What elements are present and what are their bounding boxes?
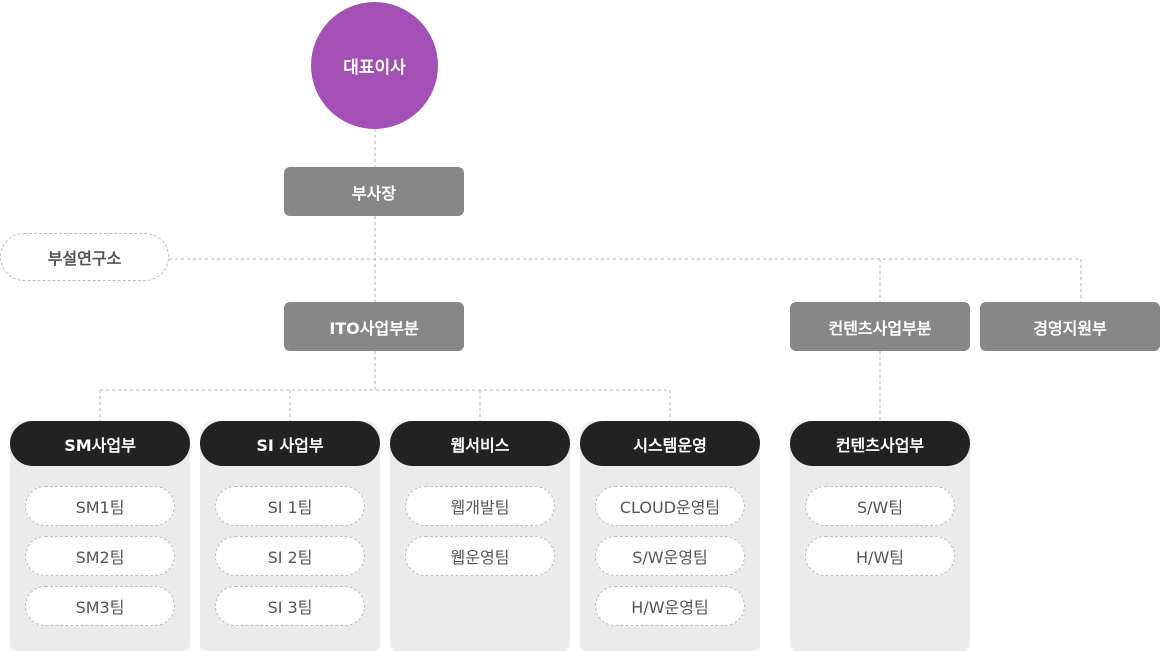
team-item: S/W팀 xyxy=(805,486,955,526)
team-item: SM1팀 xyxy=(25,486,175,526)
department-column-web: 웹서비스 웹개발팀 웹운영팀 xyxy=(390,421,570,651)
management-support-label: 경영지원부 xyxy=(1033,318,1107,338)
department-header: 웹서비스 xyxy=(390,421,570,466)
department-header: 컨텐츠사업부 xyxy=(790,421,970,466)
team-item: H/W운영팀 xyxy=(595,586,745,626)
team-item: CLOUD운영팀 xyxy=(595,486,745,526)
department-header: SM사업부 xyxy=(10,421,190,466)
department-column-si: SI 사업부 SI 1팀 SI 2팀 SI 3팀 xyxy=(200,421,380,651)
contents-division-node: 컨텐츠사업부분 xyxy=(790,302,970,351)
team-item: 웹개발팀 xyxy=(405,486,555,526)
ceo-node: 대표이사 xyxy=(311,2,438,129)
team-item: SI 3팀 xyxy=(215,586,365,626)
ceo-label: 대표이사 xyxy=(343,58,406,78)
team-item: H/W팀 xyxy=(805,536,955,576)
department-column-system: 시스템운영 CLOUD운영팀 S/W운영팀 H/W운영팀 xyxy=(580,421,760,651)
team-item: 웹운영팀 xyxy=(405,536,555,576)
department-header: SI 사업부 xyxy=(200,421,380,466)
team-item: S/W운영팀 xyxy=(595,536,745,576)
team-item: SM3팀 xyxy=(25,586,175,626)
contents-division-label: 컨텐츠사업부분 xyxy=(828,318,932,338)
department-column-sm: SM사업부 SM1팀 SM2팀 SM3팀 xyxy=(10,421,190,651)
team-item: SI 1팀 xyxy=(215,486,365,526)
team-item: SI 2팀 xyxy=(215,536,365,576)
ito-division-label: ITO사업부분 xyxy=(329,318,419,338)
research-lab-label: 부설연구소 xyxy=(47,249,122,268)
vice-president-label: 부사장 xyxy=(351,183,397,203)
department-column-contents: 컨텐츠사업부 S/W팀 H/W팀 xyxy=(790,421,970,651)
ito-division-node: ITO사업부분 xyxy=(284,302,464,351)
team-item: SM2팀 xyxy=(25,536,175,576)
management-support-node: 경영지원부 xyxy=(980,302,1160,351)
research-lab-node: 부설연구소 xyxy=(0,233,169,281)
department-header: 시스템운영 xyxy=(580,421,760,466)
vice-president-node: 부사장 xyxy=(284,167,464,216)
